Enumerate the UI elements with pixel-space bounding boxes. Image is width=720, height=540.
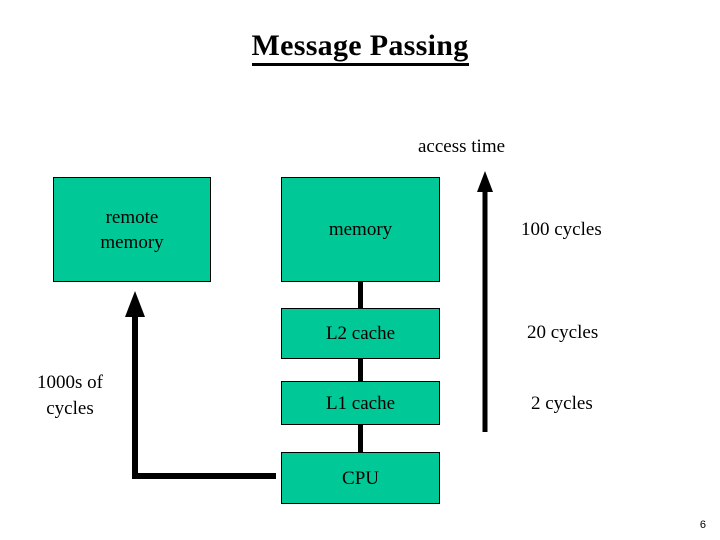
remote-memory-arrow (118, 290, 278, 488)
box-l1-cache-label: L1 cache (325, 392, 396, 414)
access-time-arrow (472, 170, 498, 432)
box-cpu-label: CPU (342, 467, 379, 489)
box-memory-label: memory (328, 219, 393, 240)
box-memory[interactable]: memory (281, 177, 440, 282)
box-remote-memory[interactable]: remote memory (53, 177, 211, 282)
connector-l1-to-cpu (358, 424, 363, 453)
box-cpu[interactable]: CPU (281, 452, 440, 504)
box-remote-memory-label-line1: remote (105, 206, 159, 228)
page-number: 6 (699, 519, 706, 531)
box-l1-cache[interactable]: L1 cache (281, 381, 440, 425)
box-l2-cache[interactable]: L2 cache (281, 308, 440, 359)
remote-latency-label-line1: 1000s of (37, 372, 103, 393)
box-l2-cache-label: L2 cache (325, 323, 396, 344)
latency-label-l1-cache: 2 cycles (531, 393, 593, 414)
connector-memory-to-l2 (358, 282, 363, 309)
box-remote-memory-label-line2: memory (100, 231, 164, 253)
page-title: Message Passing (0, 28, 720, 66)
connector-l2-to-l1 (358, 358, 363, 382)
remote-latency-label: 1000s of cycles (20, 370, 120, 422)
box-remote-memory-label: remote memory (100, 205, 163, 255)
access-time-label: access time (418, 136, 506, 157)
page-title-text: Message Passing (251, 29, 469, 66)
latency-label-memory: 100 cycles (521, 219, 602, 240)
latency-label-l2-cache: 20 cycles (527, 322, 599, 343)
remote-latency-label-line2: cycles (46, 398, 94, 419)
